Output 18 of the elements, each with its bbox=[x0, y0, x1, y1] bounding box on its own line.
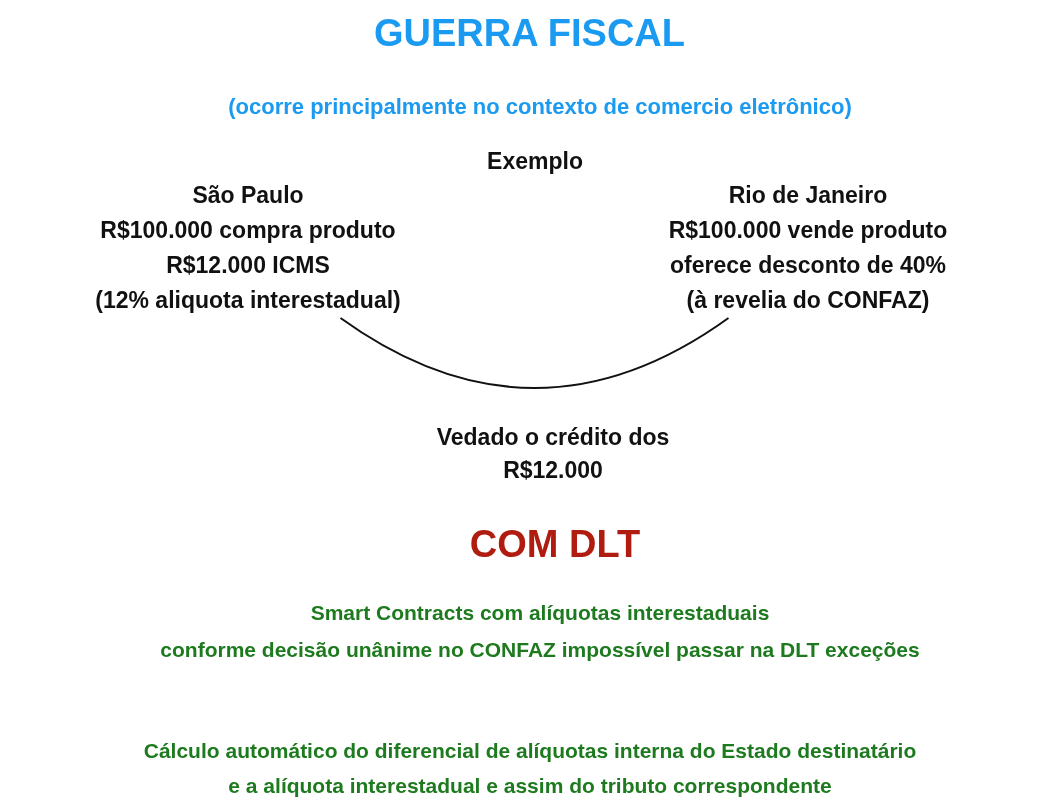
state-detail: R$12.000 ICMS bbox=[166, 251, 330, 280]
text-label: Smart Contracts com alíquotas interestaduais bbox=[310, 600, 770, 626]
state-detail: R$100.000 vende produto bbox=[668, 216, 948, 245]
state-detail: oferece desconto de 40% bbox=[669, 251, 947, 280]
text-label: Cálculo automático do diferencial de alíquotas interna do Estado destinatário bbox=[143, 738, 917, 764]
text-label: Exemplo bbox=[487, 148, 583, 176]
text-label: conforme decisão unânime no CONFAZ impossível passar na DLT exceções bbox=[160, 637, 920, 663]
state-heading: Rio de Janeiro bbox=[728, 181, 888, 210]
text-label: (ocorre principalmente no contexto de comercio eletrônico) bbox=[228, 94, 852, 121]
text-label: e a alíquota interestadual e assim do tributo correspondente bbox=[228, 773, 832, 799]
curved-connector bbox=[339, 317, 730, 389]
state-detail: (12% aliquota interestadual) bbox=[95, 286, 401, 315]
section-heading: COM DLT bbox=[469, 522, 641, 567]
title: GUERRA FISCAL bbox=[374, 12, 685, 55]
state-heading: São Paulo bbox=[192, 181, 304, 210]
text-label: Vedado o crédito dos R$12.000 bbox=[435, 423, 671, 486]
state-detail: R$100.000 compra produto bbox=[100, 216, 396, 245]
state-detail: (à revelia do CONFAZ) bbox=[686, 286, 930, 315]
